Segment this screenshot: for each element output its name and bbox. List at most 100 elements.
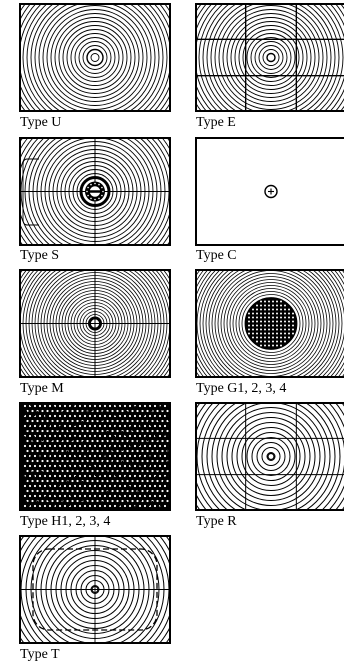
matte-dot xyxy=(118,474,122,478)
ring xyxy=(26,3,164,112)
matte-dot xyxy=(88,434,92,438)
ring xyxy=(198,3,344,112)
matte-dot xyxy=(86,429,89,433)
matte-dot xyxy=(118,464,122,468)
matte-dot xyxy=(156,459,159,463)
matte-dot xyxy=(81,489,84,493)
matte-dot xyxy=(71,419,74,423)
matte-dot xyxy=(123,454,127,458)
matte-dot xyxy=(93,414,97,418)
matte-dot xyxy=(116,419,119,423)
matte-dot xyxy=(83,494,87,498)
ring xyxy=(250,37,292,78)
center-ring xyxy=(266,52,276,63)
microprism-dot xyxy=(272,328,274,331)
matte-dot xyxy=(28,414,32,418)
matte-dot xyxy=(43,424,47,428)
matte-dot xyxy=(33,504,37,508)
pattern-group xyxy=(195,269,344,378)
microprism-dot xyxy=(292,316,294,319)
matte-dot xyxy=(31,449,34,453)
microprism-dot xyxy=(268,304,270,307)
matte-dot xyxy=(76,479,79,483)
microprism-dot xyxy=(252,332,254,335)
matte-dot xyxy=(128,454,132,458)
microprism-dot xyxy=(272,316,274,319)
matte-dot xyxy=(98,434,102,438)
matte-dot xyxy=(51,479,54,483)
ring xyxy=(38,3,152,112)
matte-dot xyxy=(26,429,29,433)
matte-dot xyxy=(136,499,139,503)
microprism-dot xyxy=(288,308,290,311)
matte-dot xyxy=(66,459,69,463)
matte-dot xyxy=(56,419,59,423)
matte-dot xyxy=(98,444,102,448)
microprism-dot xyxy=(260,332,262,335)
matte-dot xyxy=(48,494,52,498)
matte-dot xyxy=(153,444,157,448)
screen-type-m xyxy=(19,269,171,378)
matte-dot xyxy=(83,504,87,508)
ring xyxy=(241,294,301,353)
matte-dot xyxy=(118,424,122,428)
matte-dot xyxy=(71,469,74,473)
matte-dot xyxy=(71,499,74,503)
microprism-dot xyxy=(94,198,96,201)
matte-dot xyxy=(63,504,67,508)
matte-dot xyxy=(91,489,94,493)
microprism-dot xyxy=(284,324,286,327)
matte-dot xyxy=(53,484,57,488)
matte-dot xyxy=(108,464,112,468)
microprism-dot xyxy=(94,182,96,185)
matte-dot xyxy=(41,459,44,463)
matte-dot xyxy=(111,429,114,433)
matte-dot xyxy=(96,419,99,423)
matte-dot xyxy=(101,429,104,433)
matte-dot xyxy=(143,444,147,448)
pattern-group xyxy=(19,402,171,511)
matte-dot xyxy=(108,404,112,408)
matte-dot xyxy=(66,419,69,423)
microprism-dot xyxy=(284,340,286,343)
matte-dot xyxy=(78,434,82,438)
matte-dot xyxy=(91,429,94,433)
matte-dot xyxy=(66,439,69,443)
matte-dot xyxy=(136,429,139,433)
matte-dot xyxy=(43,444,47,448)
matte-dot xyxy=(103,474,107,478)
matte-dot xyxy=(138,404,142,408)
matte-dot xyxy=(113,424,117,428)
ring xyxy=(48,409,142,504)
ring xyxy=(58,21,132,94)
microprism-dot xyxy=(268,340,270,343)
matte-dot xyxy=(163,494,167,498)
matte-dot xyxy=(166,439,169,443)
microprism-dot xyxy=(284,312,286,315)
microprism-dot xyxy=(276,332,278,335)
matte-dot xyxy=(93,484,97,488)
matte-dot xyxy=(121,479,124,483)
matte-dot xyxy=(98,464,102,468)
ring xyxy=(66,427,124,486)
matte-dot xyxy=(53,424,57,428)
matte-dot xyxy=(68,434,72,438)
matte-dot xyxy=(78,404,82,408)
matte-dot xyxy=(116,499,119,503)
label-type-m: Type M xyxy=(20,381,64,396)
ring xyxy=(75,436,115,477)
ring xyxy=(19,3,171,112)
matte-dot xyxy=(158,484,162,488)
matte-dot xyxy=(36,469,39,473)
matte-dot xyxy=(33,444,37,448)
matte-dot xyxy=(131,489,134,493)
screen-type-c xyxy=(195,137,344,246)
matte-dot xyxy=(108,474,112,478)
matte-dot xyxy=(83,404,87,408)
microprism-dot xyxy=(284,332,286,335)
microprism-dot xyxy=(256,304,258,307)
screen-frame xyxy=(19,3,171,112)
microprism-dot xyxy=(256,340,258,343)
matte-dot xyxy=(26,479,29,483)
matte-dot xyxy=(23,404,27,408)
